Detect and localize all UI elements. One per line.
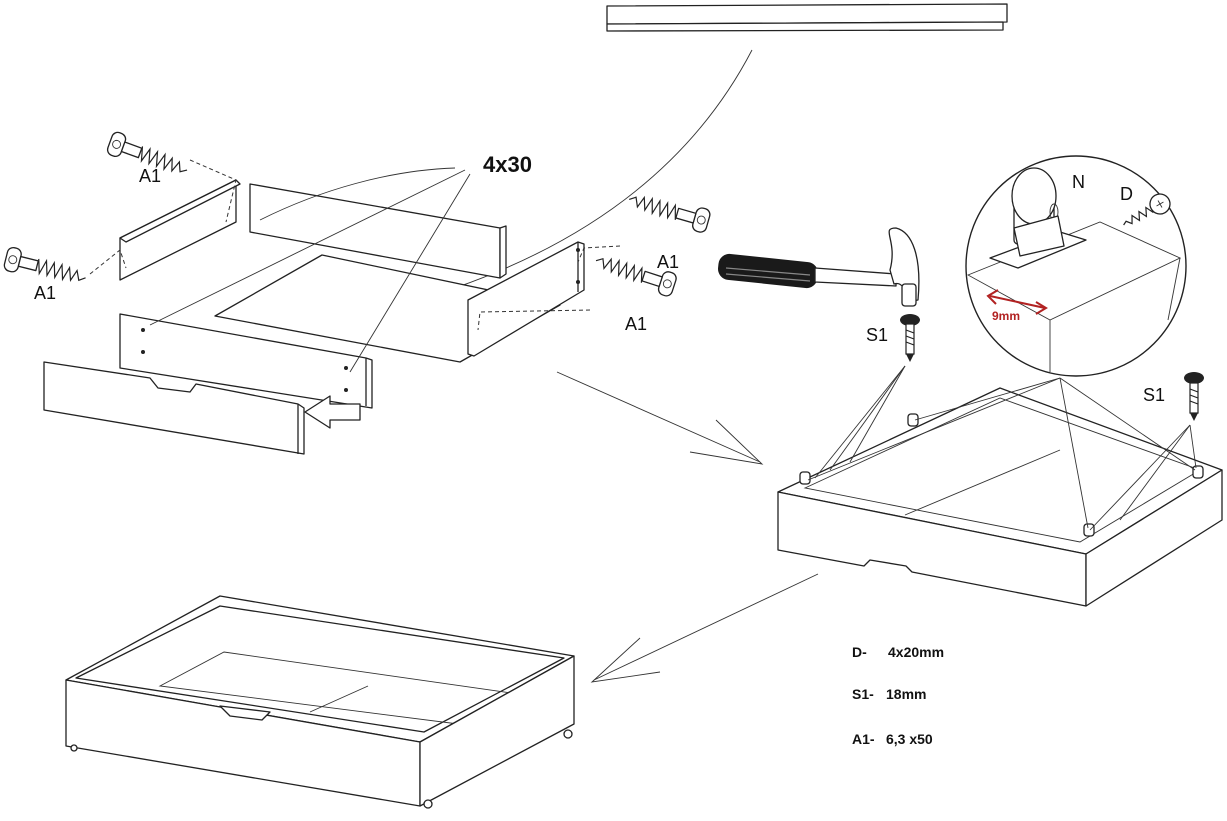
nail-icon: [900, 314, 920, 362]
label-s1-right: S1: [1143, 385, 1165, 405]
label-9mm: 9mm: [992, 309, 1020, 323]
hammer-icon: [718, 227, 920, 307]
leader-lines-4x30: [149, 167, 471, 373]
front-inner-panel: [119, 313, 373, 409]
back-panel: [249, 183, 507, 279]
parts-legend: D- 4x20mm S1- 18mm A1- 6,3 x50: [852, 644, 944, 747]
legend-row-s1: S1- 18mm: [852, 686, 926, 702]
legend-value-s1: 18mm: [886, 686, 926, 702]
label-a1-right-upper: A1: [657, 252, 679, 272]
screw-icon: [628, 195, 711, 233]
caster-wheel-icon: [989, 167, 1087, 269]
legend-code-d: D-: [852, 644, 867, 660]
label-a1-right-lower: A1: [625, 314, 647, 334]
legend-value-d: 4x20mm: [888, 644, 944, 660]
label-s1-left: S1: [866, 325, 888, 345]
legend-row-a1: A1- 6,3 x50: [852, 731, 933, 747]
leader-line-board: [399, 49, 753, 306]
screw-icon: [1123, 193, 1171, 226]
right-side-panel: [467, 241, 585, 357]
label-a1-left: A1: [34, 283, 56, 303]
legend-code-s1: S1-: [852, 686, 874, 702]
bottom-board-part: [606, 3, 1008, 32]
legend-value-a1: 6,3 x50: [886, 731, 933, 747]
nail-leader-lines: [807, 365, 1197, 531]
arrow-to-assembly: [556, 371, 764, 465]
assembled-drawer-base: [777, 387, 1223, 607]
screw-icon: [3, 246, 86, 283]
label-a1-top-left: A1: [139, 166, 161, 186]
screw-icon: [595, 257, 677, 297]
alignment-arrow: [304, 395, 361, 429]
arrow-to-final: [590, 573, 819, 683]
nail-icon: [1184, 372, 1204, 421]
label-4x30: 4x30: [483, 152, 532, 177]
left-side-panel: [119, 179, 241, 281]
label-n: N: [1072, 172, 1085, 192]
screw-icon: [106, 131, 188, 173]
screw-guide-lines: [89, 159, 621, 331]
label-d: D: [1120, 184, 1133, 204]
legend-code-a1: A1-: [852, 731, 875, 747]
front-outer-panel: [43, 361, 305, 455]
final-drawer: [65, 595, 575, 809]
dimension-9mm: [986, 289, 1048, 315]
legend-row-d: D- 4x20mm: [852, 644, 944, 660]
